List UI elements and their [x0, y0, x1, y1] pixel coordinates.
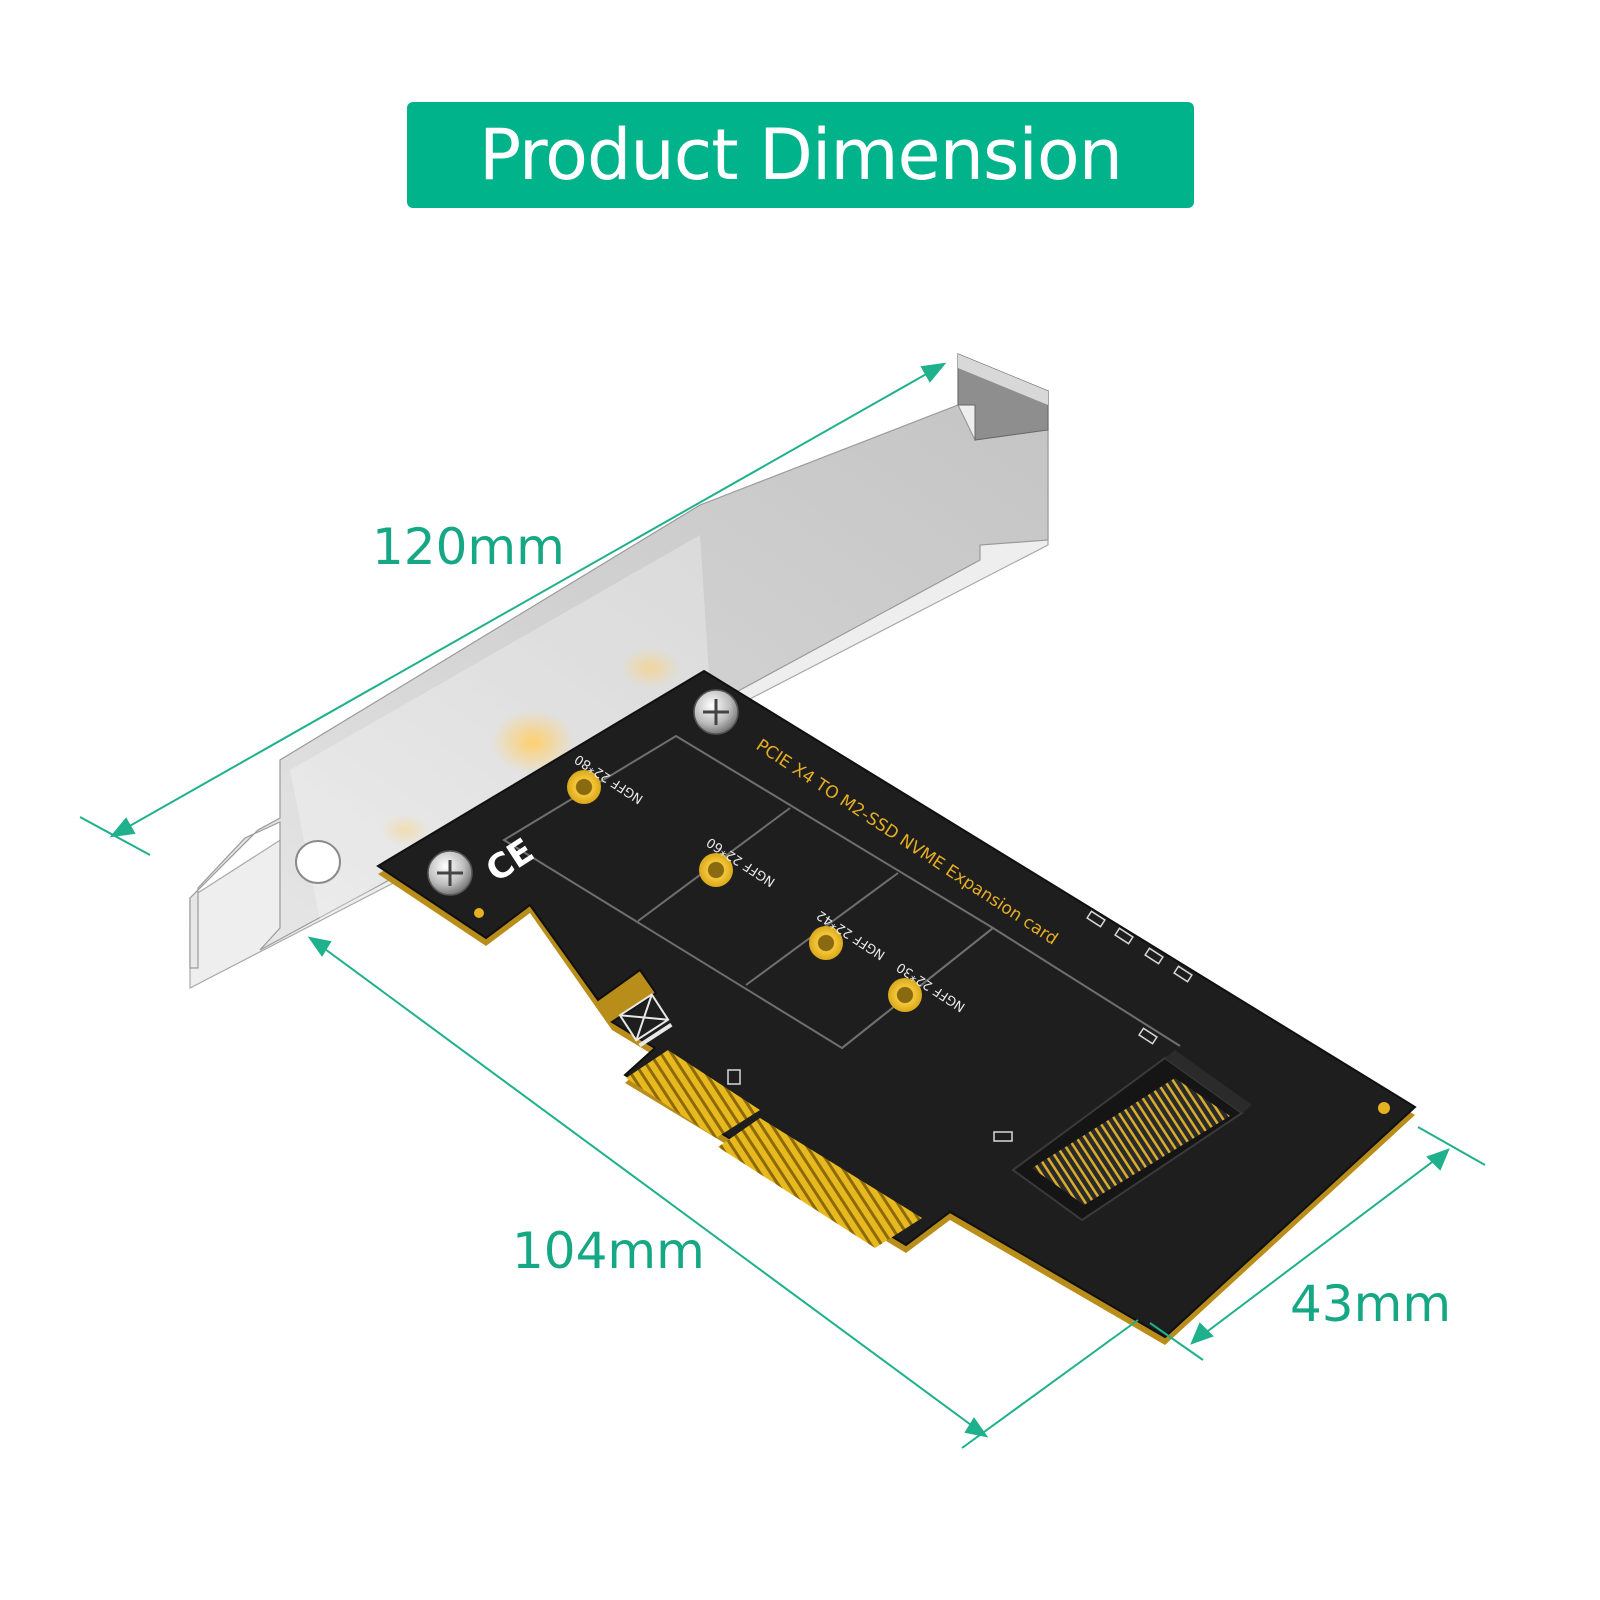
- dimension-label-120mm: 120mm: [372, 518, 565, 576]
- dimension-label-43mm: 43mm: [1290, 1275, 1452, 1333]
- mount-pad-2260: [699, 853, 733, 887]
- m2-connector: [1011, 1050, 1252, 1222]
- title-banner: Product Dimension: [407, 102, 1194, 208]
- dimension-lines: [79, 362, 1486, 1449]
- dimension-label-104mm: 104mm: [512, 1222, 705, 1280]
- metal-bracket: [189, 353, 1049, 989]
- mount-pad-2230: [888, 978, 922, 1012]
- screw-top: [693, 689, 739, 735]
- page-title: Product Dimension: [478, 114, 1123, 196]
- pcb-board: NGFF 22*80 NGFF 22*60 NGFF 22*42 NGFF 22…: [376, 669, 1417, 1345]
- mount-pad-2280: [567, 770, 601, 804]
- pcie-gold-fingers: [626, 1050, 922, 1248]
- screw-bottom: [427, 850, 473, 896]
- weee-bin-icon: [618, 993, 673, 1048]
- smd-components: [727, 910, 1193, 1142]
- mount-pad-2242: [809, 926, 843, 960]
